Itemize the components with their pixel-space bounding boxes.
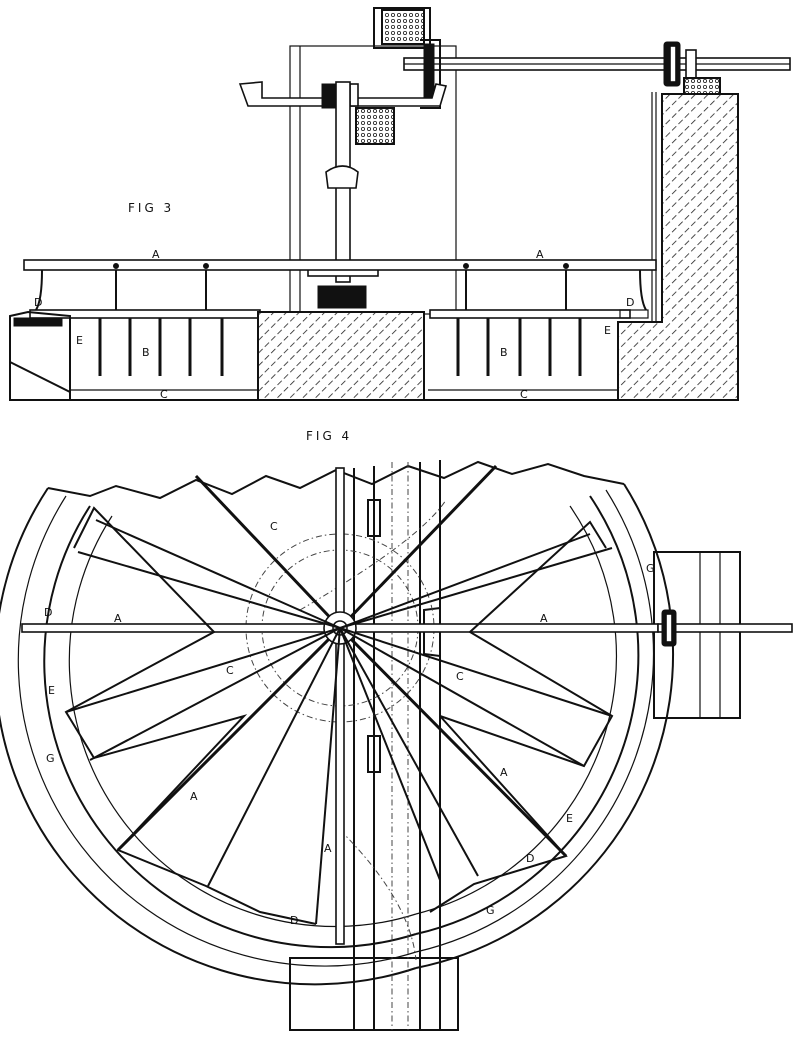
fig3-label-a-right: A [536, 248, 544, 261]
fig4-label-g-left: G [46, 752, 55, 765]
fig3-label-d-right: D [626, 296, 634, 309]
fig4-center-rails [353, 460, 441, 1030]
fig3-tines-left [98, 318, 224, 376]
fig4-horizontal-arm [21, 609, 793, 647]
fig3-label-b-right: B [500, 346, 508, 359]
fig3-center-base [257, 311, 425, 401]
fig4-label-g-bottom-right: G [486, 904, 495, 917]
fig4-label-a-lower-mid: A [324, 842, 332, 855]
fig4-label-c-top: C [270, 520, 278, 533]
fig3-label-c-left: C [160, 388, 168, 401]
fig4-label-a-lower-right: A [500, 766, 508, 779]
fig4-label-g-right: G [646, 562, 655, 575]
fig3-bevel-gear [238, 81, 448, 109]
fig3-label-e-right: E [604, 324, 611, 337]
fig4-label-a-left: A [114, 612, 122, 625]
fig4-title: FIG 4 [306, 429, 352, 443]
fig4-label-d-right: D [526, 852, 534, 865]
fig3-label-e-left: E [76, 334, 83, 347]
fig3-label-d-left: D [34, 296, 42, 309]
fig4-label-d-bottom: D [290, 914, 298, 927]
fig4-plan: FIG 4 [0, 429, 793, 1031]
fig3-tines-right [456, 318, 582, 376]
fig4-label-c-mid-right: C [456, 670, 464, 683]
fig3-drive-shaft [403, 41, 791, 87]
fig3-harrow-frame [29, 309, 631, 376]
fig4-label-a-lower-left: A [190, 790, 198, 803]
fig4-label-a-right: A [540, 612, 548, 625]
fig3-title: FIG 3 [128, 201, 174, 215]
fig4-label-d-left: D [44, 606, 52, 619]
fig4-vertical-arm [335, 467, 345, 945]
fig3-right-pier [617, 93, 739, 401]
fig3-bearing-block-mid [355, 107, 395, 145]
fig3-bearing-block-top [381, 9, 425, 45]
fig3-arm-a [23, 259, 657, 311]
fig4-bracing [64, 506, 614, 925]
fig3-label-a-left: A [152, 248, 160, 261]
fig4-label-c-mid-left: C [226, 664, 234, 677]
fig4-right-housing [653, 551, 741, 719]
fig4-diagonal-arms [116, 464, 568, 858]
fig3-elevation: FIG 3 A A B B C C D D E E [9, 7, 791, 401]
fig3-label-b-left: B [142, 346, 150, 359]
fig4-label-e-left: E [48, 684, 55, 697]
fig3-vertical-spindle [307, 81, 379, 309]
fig3-label-c-right: C [520, 388, 528, 401]
fig4-label-e-right: E [566, 812, 573, 825]
